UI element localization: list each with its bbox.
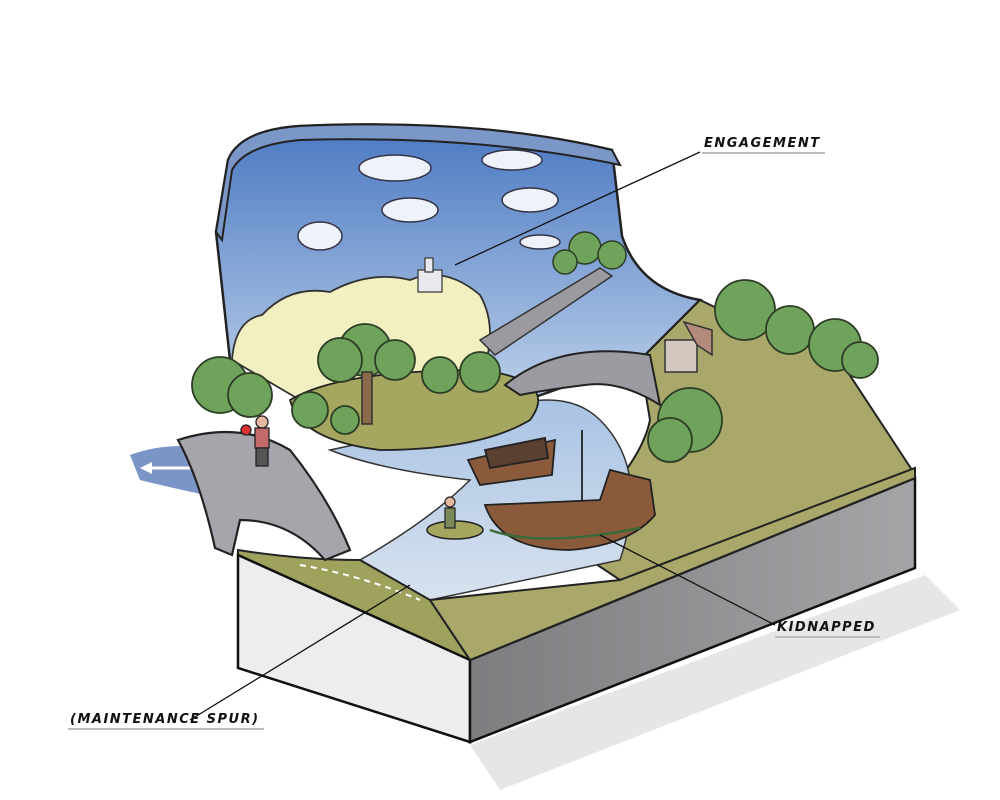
maintenance-spur-path bbox=[299, 564, 421, 601]
trees bbox=[191, 279, 879, 463]
label-engagement: Engagement bbox=[702, 136, 825, 154]
label-kidnapped: Kidnapped bbox=[775, 620, 880, 638]
box-right-top-edge bbox=[428, 466, 916, 662]
maintenance-spur-leader bbox=[189, 584, 411, 721]
stone-arch-bridge bbox=[503, 350, 662, 408]
barge bbox=[466, 436, 557, 486]
label-maintenance-spur: (Maintenance spur) bbox=[68, 712, 264, 730]
castle bbox=[417, 257, 443, 293]
backdrop-top-edge bbox=[214, 123, 622, 243]
engagement-leader bbox=[454, 151, 701, 266]
person-on-bridge bbox=[240, 415, 270, 467]
waving-person bbox=[444, 496, 456, 529]
kidnapped-leader bbox=[599, 534, 776, 626]
ground-shadow bbox=[470, 575, 960, 790]
clouds bbox=[297, 149, 561, 251]
distant-bridge bbox=[478, 267, 614, 356]
sailing-ship bbox=[483, 430, 656, 551]
distant-trees bbox=[552, 231, 627, 275]
house bbox=[664, 320, 713, 373]
tree-trunk bbox=[361, 371, 373, 425]
